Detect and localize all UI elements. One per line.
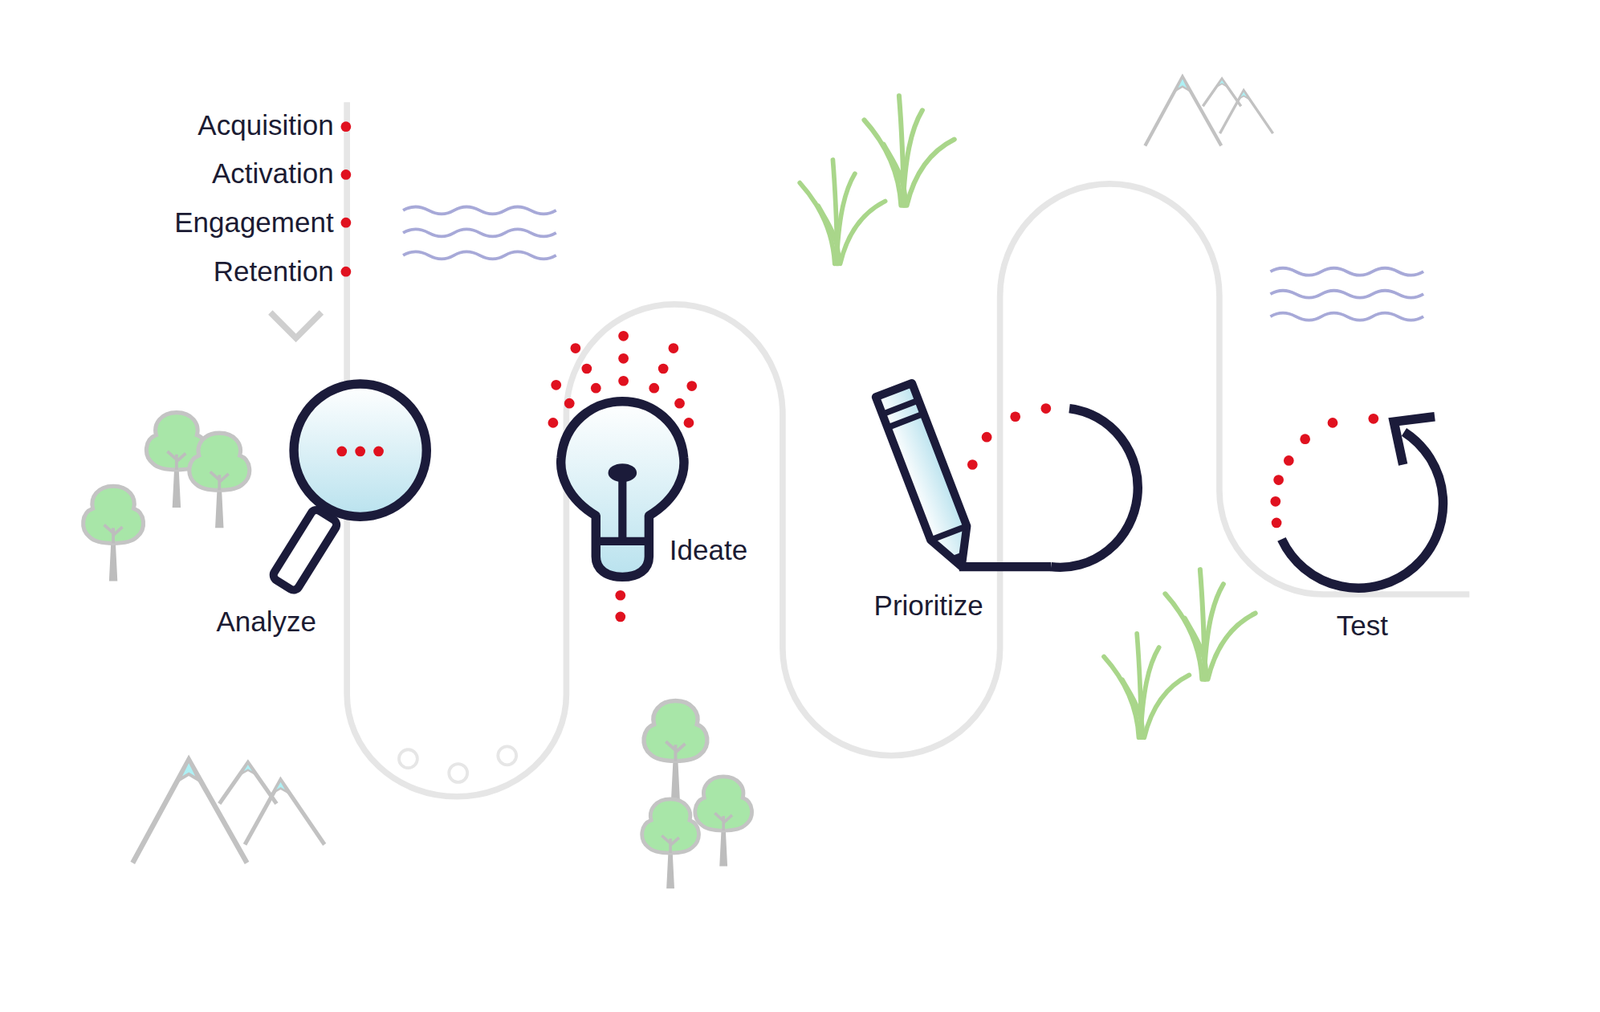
funnel-stage: Retention [213, 255, 334, 288]
lightbulb-icon [548, 330, 698, 622]
magnifier-icon [271, 383, 427, 592]
step-label: Ideate [669, 533, 748, 566]
funnel-stage: Activation [211, 157, 334, 190]
pencil-icon [875, 382, 1138, 574]
step-label: Analyze [215, 605, 317, 638]
cycle-icon [1270, 413, 1443, 588]
step-label: Prioritize [874, 589, 984, 622]
funnel-stage: Engagement [174, 206, 334, 239]
step-label: Test [1336, 609, 1389, 642]
funnel-stage: Acquisition [197, 109, 334, 142]
